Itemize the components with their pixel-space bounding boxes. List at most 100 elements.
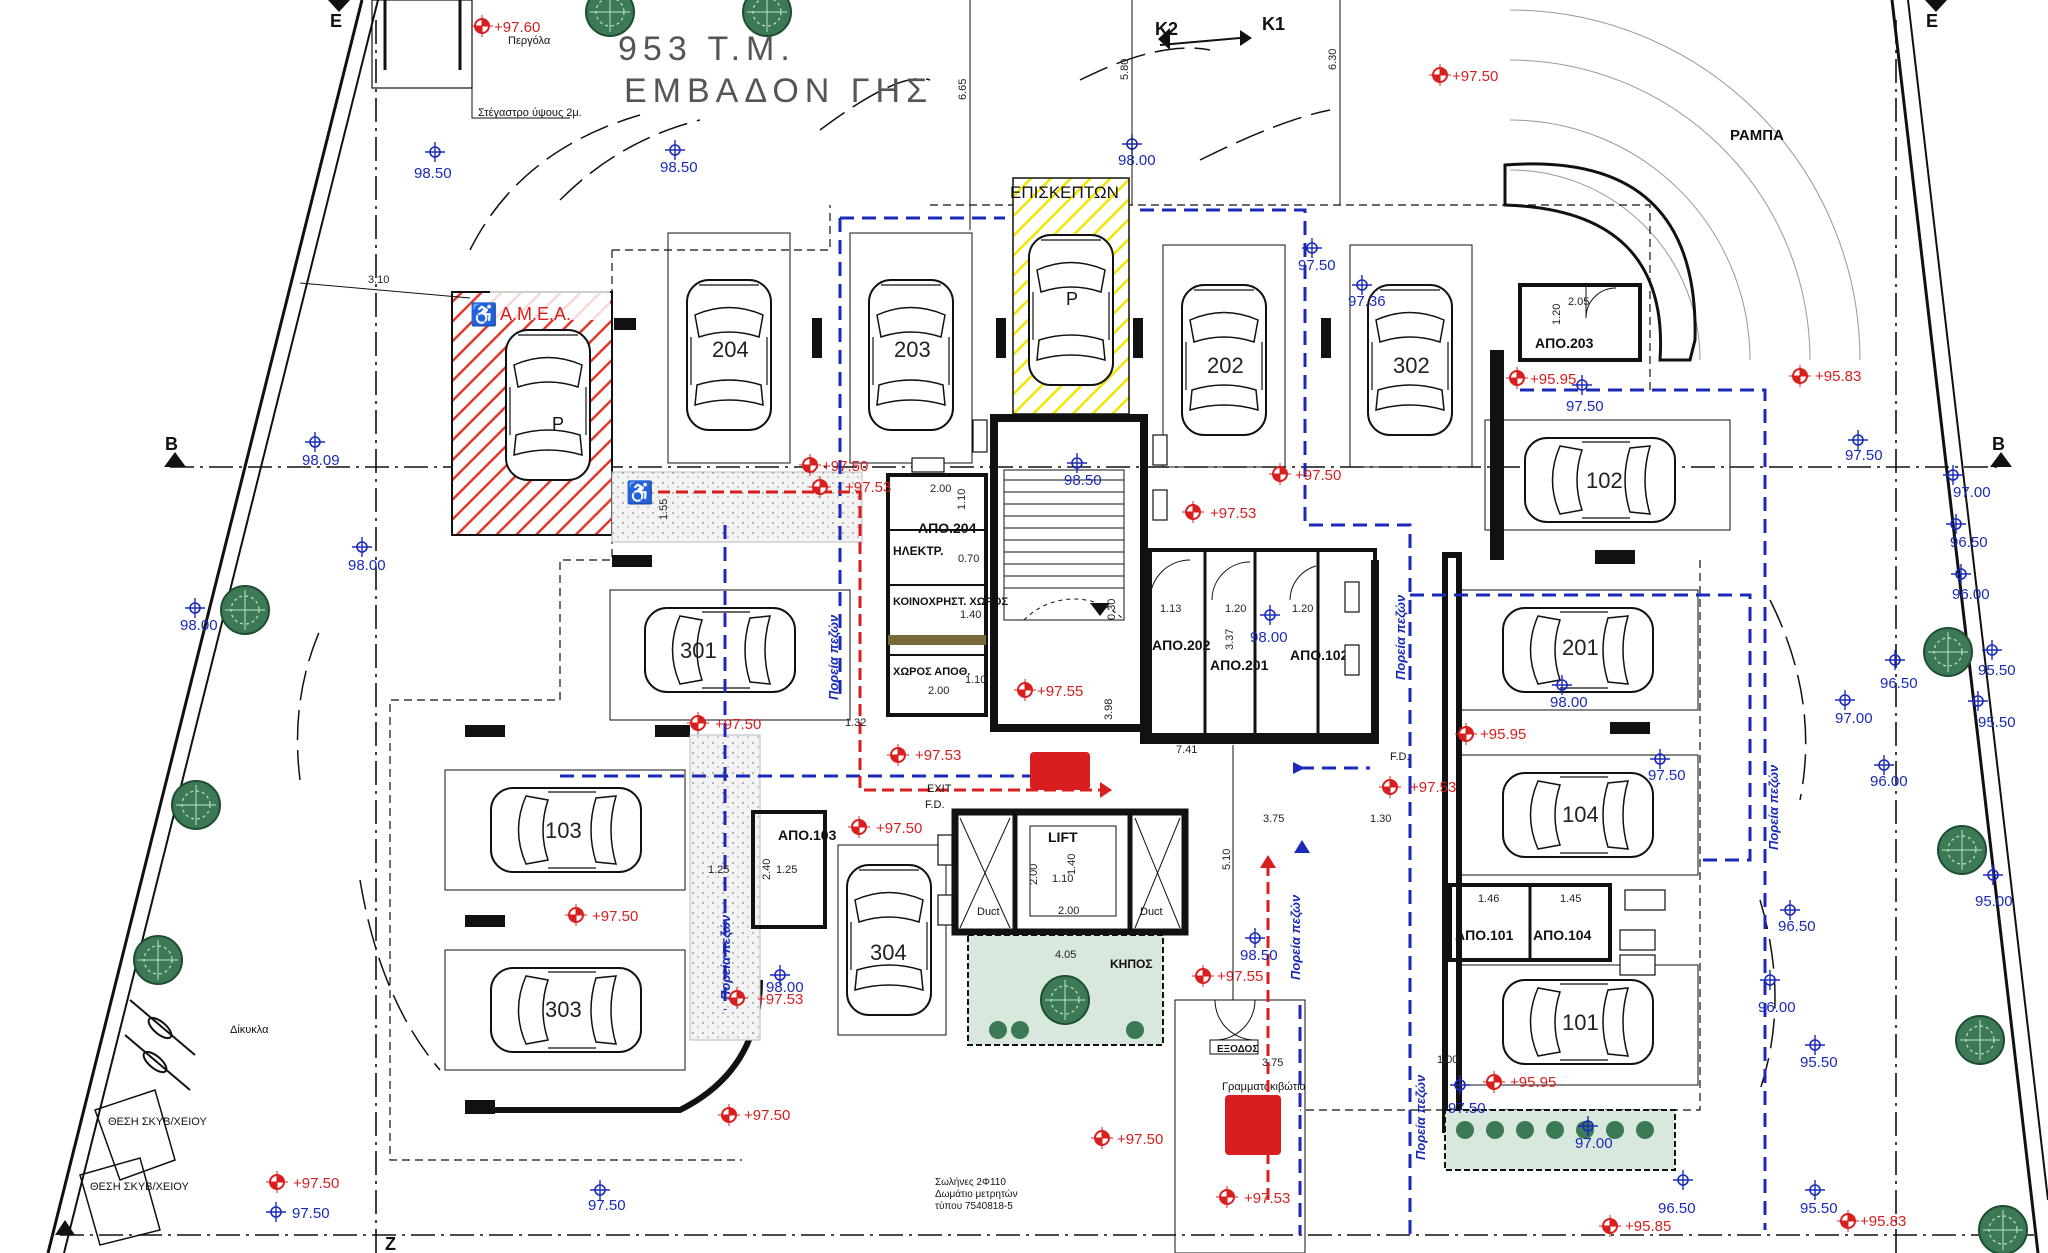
fire-door-label: F.D. bbox=[1390, 751, 1410, 763]
storage-block-left bbox=[886, 473, 988, 717]
svg-text:95.50: 95.50 bbox=[1978, 662, 2016, 679]
svg-text:1.40: 1.40 bbox=[960, 609, 981, 621]
duct-label: Duct bbox=[1140, 906, 1163, 918]
plot-area-label: ΕΜΒΑΔΟΝ ΓΗΣ bbox=[624, 72, 933, 110]
duct-label: Duct bbox=[977, 906, 1000, 918]
entrance bbox=[1174, 999, 1306, 1253]
svg-text:Πορεία πεζών: Πορεία πεζών bbox=[1413, 1074, 1428, 1160]
garden-strip bbox=[1444, 1109, 1676, 1171]
parking-bay: 201 bbox=[1562, 635, 1599, 660]
storage-103 bbox=[751, 810, 827, 929]
perimeter bbox=[389, 204, 1701, 1161]
svg-text:1.45: 1.45 bbox=[1560, 893, 1581, 905]
svg-text:1.13: 1.13 bbox=[1160, 603, 1181, 615]
storage-203 bbox=[1518, 283, 1642, 362]
svg-text:+97.50: +97.50 bbox=[876, 820, 922, 837]
svg-text:6.30: 6.30 bbox=[1327, 49, 1339, 70]
section-b-left: B bbox=[165, 434, 178, 454]
svg-text:97.50: 97.50 bbox=[292, 1205, 330, 1222]
parking-bay: 304 bbox=[870, 940, 907, 965]
parking-p-label: P bbox=[552, 414, 564, 434]
svg-text:98.00: 98.00 bbox=[1118, 152, 1156, 169]
svg-text:3.10: 3.10 bbox=[368, 274, 389, 286]
exit-door-label: ΕΞΟΔΟΣ bbox=[1217, 1044, 1258, 1055]
pipes-label: Σωλήνες 2Φ110 bbox=[935, 1176, 1006, 1188]
svg-text:98.50: 98.50 bbox=[1064, 472, 1102, 489]
storage-label: ΑΠΟ.101 bbox=[1455, 927, 1514, 943]
elevations-blue: 98.50 98.50 98.00 97.50 97.36 98.09 98.5… bbox=[180, 133, 2016, 1223]
bin-label: ΘΕΣΗ ΣΚΥΒ/ΧΕΙΟΥ bbox=[108, 1116, 207, 1128]
parking-row-top: 204 203 202 302 bbox=[614, 232, 1473, 468]
svg-text:3.37: 3.37 bbox=[1224, 629, 1236, 650]
svg-text:0.70: 0.70 bbox=[958, 553, 979, 565]
svg-text:+95.85: +95.85 bbox=[1625, 1218, 1671, 1235]
svg-text:1.46: 1.46 bbox=[1478, 893, 1499, 905]
storage-label: ΑΠΟ.104 bbox=[1533, 927, 1592, 943]
letterboxes-label: Γραμματοκιβώτια bbox=[1222, 1081, 1307, 1093]
svg-text:+97.53: +97.53 bbox=[845, 479, 891, 496]
svg-text:+97.50: +97.50 bbox=[822, 458, 868, 475]
svg-text:97.50: 97.50 bbox=[1648, 767, 1686, 784]
svg-text:97.36: 97.36 bbox=[1348, 293, 1386, 310]
meter-type-label: τύπου 7540818-5 bbox=[935, 1200, 1013, 1212]
parking-bay: 302 bbox=[1393, 353, 1430, 378]
parking-bay: 301 bbox=[680, 638, 717, 663]
accessible-parking-bay: Α.Μ.Ε.Α. ♿ P bbox=[451, 290, 613, 536]
svg-text:+97.50: +97.50 bbox=[1117, 1131, 1163, 1148]
parking-bay: 101 bbox=[1562, 1010, 1599, 1035]
svg-text:98.00: 98.00 bbox=[766, 979, 804, 996]
section-k2: K2 bbox=[1155, 19, 1178, 39]
svg-text:+97.50: +97.50 bbox=[1452, 68, 1498, 85]
electrical-room-label: ΗΛΕΚΤΡ. bbox=[893, 544, 943, 558]
svg-text:97.50: 97.50 bbox=[1566, 398, 1604, 415]
svg-text:96.50: 96.50 bbox=[1658, 1200, 1696, 1217]
svg-text:95.50: 95.50 bbox=[1800, 1054, 1838, 1071]
svg-text:+95.95: +95.95 bbox=[1530, 371, 1576, 388]
lift-core bbox=[951, 808, 1189, 936]
elevations-red: +97.60 +97.50 +97.50 +97.53 +97.53 +97.5… bbox=[265, 14, 1906, 1238]
bin-label: ΘΕΣΗ ΣΚΥΒ/ΧΕΙΟΥ bbox=[90, 1181, 189, 1193]
storage-label: ΑΠΟ.203 bbox=[1535, 335, 1594, 351]
svg-text:3.75: 3.75 bbox=[1263, 813, 1284, 825]
svg-text:1.10: 1.10 bbox=[956, 489, 968, 510]
section-e-left: E bbox=[330, 11, 342, 31]
parking-bay: 303 bbox=[545, 997, 582, 1022]
garden bbox=[967, 934, 1164, 1046]
svg-text:5.10: 5.10 bbox=[1221, 849, 1233, 870]
lift-label: LIFT bbox=[1048, 829, 1078, 845]
svg-text:1.55: 1.55 bbox=[658, 499, 670, 520]
svg-text:97.50: 97.50 bbox=[1298, 257, 1336, 274]
svg-text:+97.53: +97.53 bbox=[1210, 505, 1256, 522]
svg-text:Πορεία πεζών: Πορεία πεζών bbox=[1288, 894, 1303, 980]
svg-text:96.50: 96.50 bbox=[1778, 918, 1816, 935]
svg-text:7.41: 7.41 bbox=[1176, 744, 1197, 756]
canopy-label: Στέγαστρο ύψους 2μ. bbox=[478, 107, 582, 119]
svg-text:1.20: 1.20 bbox=[1292, 603, 1313, 615]
svg-text:+95.95: +95.95 bbox=[1510, 1074, 1556, 1091]
wheelchair-icon: ♿ bbox=[626, 480, 653, 505]
ramp bbox=[1503, 9, 1861, 362]
svg-text:98.50: 98.50 bbox=[660, 159, 698, 176]
bicycles-label: Δίκυκλα bbox=[230, 1024, 269, 1036]
exit-label: EXIT bbox=[927, 783, 952, 795]
amea-label: Α.Μ.Ε.Α. bbox=[500, 304, 571, 324]
accessible-path-arrows bbox=[1100, 762, 1310, 868]
fire-door-label: F.D. bbox=[925, 799, 945, 811]
svg-text:1.30: 1.30 bbox=[1370, 813, 1391, 825]
svg-text:97.00: 97.00 bbox=[1835, 710, 1873, 727]
svg-text:0.30: 0.30 bbox=[1106, 599, 1118, 620]
pergola-label: Περγόλα bbox=[508, 35, 551, 47]
svg-text:97.50: 97.50 bbox=[588, 1197, 626, 1214]
svg-text:98.00: 98.00 bbox=[1250, 629, 1288, 646]
property-boundary bbox=[46, 0, 2048, 1253]
section-b-right: B bbox=[1992, 434, 2005, 454]
svg-text:2.00: 2.00 bbox=[930, 483, 951, 495]
svg-text:2.05: 2.05 bbox=[1568, 296, 1589, 308]
svg-text:97.50: 97.50 bbox=[1845, 447, 1883, 464]
plot-area-value: 953 Τ.Μ. bbox=[618, 30, 796, 68]
svg-text:2.00: 2.00 bbox=[1028, 864, 1040, 885]
svg-text:3.75: 3.75 bbox=[1262, 1057, 1283, 1069]
svg-text:96.00: 96.00 bbox=[1870, 773, 1908, 790]
svg-text:3.98: 3.98 bbox=[1103, 699, 1115, 720]
parking-bay: 103 bbox=[545, 818, 582, 843]
